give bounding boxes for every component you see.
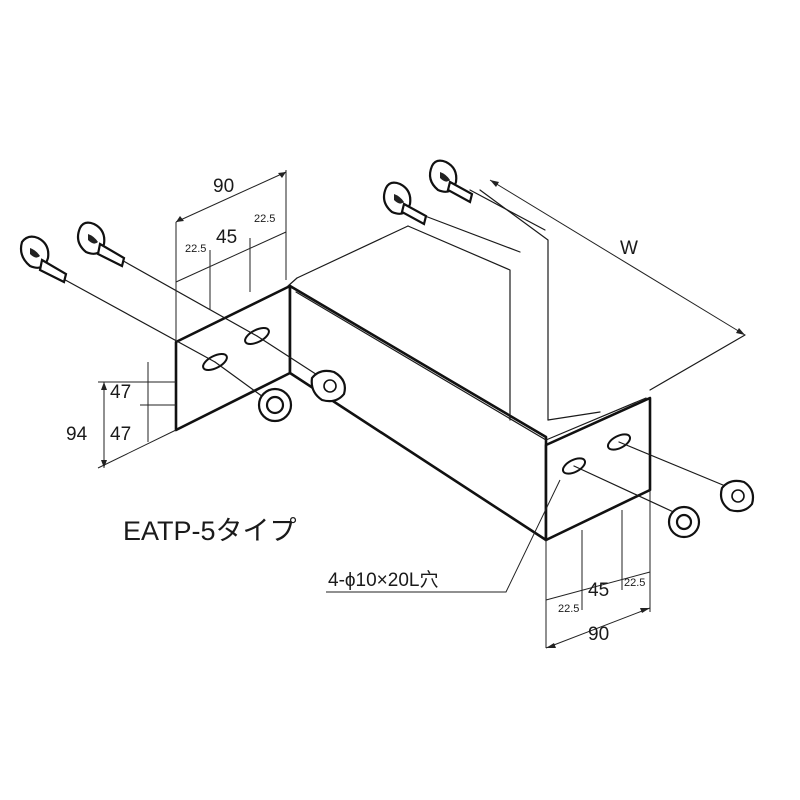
height-dimensions (97, 362, 177, 469)
hole-note: 4-ϕ10×20L穴 (328, 569, 438, 591)
bolt-icon (76, 221, 126, 268)
back-wall-lines (296, 189, 746, 421)
bracket-body (174, 277, 652, 542)
dim-top-90: 90 (213, 176, 234, 197)
hole-leader-line (326, 479, 561, 593)
dim-height-47-upper: 47 (110, 382, 131, 403)
dim-height-94: 94 (66, 424, 88, 445)
dim-bottom-90: 90 (588, 624, 609, 645)
dim-bottom-22-5-left: 22.5 (558, 603, 579, 615)
bolt-axis-lines (57, 189, 736, 516)
dim-bottom-45: 45 (588, 580, 609, 601)
dim-bottom-22-5-right: 22.5 (624, 577, 645, 589)
dim-w: W (620, 238, 638, 259)
bolt-icon (428, 159, 474, 204)
top-dimensions (175, 170, 287, 340)
w-dimension (489, 179, 746, 336)
dim-height-47-lower: 47 (110, 424, 131, 445)
dim-top-22-5-left: 22.5 (185, 243, 206, 255)
bottom-dimensions (545, 490, 651, 649)
nut-icon (257, 369, 346, 423)
bolt-icon (382, 181, 428, 226)
dim-top-45: 45 (216, 227, 237, 248)
nut-icon (667, 479, 755, 539)
diagram-title: EATP-5タイプ (123, 516, 297, 546)
bolt-icon (19, 235, 68, 284)
dim-top-22-5-right: 22.5 (254, 213, 275, 225)
